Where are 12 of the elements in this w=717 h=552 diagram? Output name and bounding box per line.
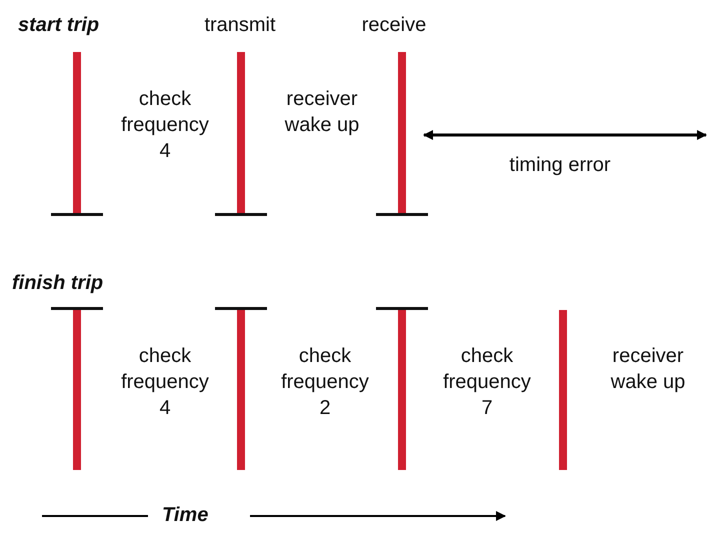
interval-label: check frequency 4 [120, 87, 210, 164]
event-label: transmit [203, 13, 277, 38]
section-heading: start trip [18, 13, 100, 38]
interval-label: receiver wake up [610, 344, 686, 395]
dimension-label: timing error [508, 153, 612, 178]
section-heading: finish trip [12, 271, 104, 296]
interval-label: check frequency 4 [120, 344, 210, 421]
axis-label: Time [162, 503, 208, 528]
interval-label: check frequency 2 [280, 344, 370, 421]
interval-label: receiver wake up [284, 87, 360, 138]
event-label: receive [360, 13, 428, 38]
interval-label: check frequency 7 [442, 344, 532, 421]
